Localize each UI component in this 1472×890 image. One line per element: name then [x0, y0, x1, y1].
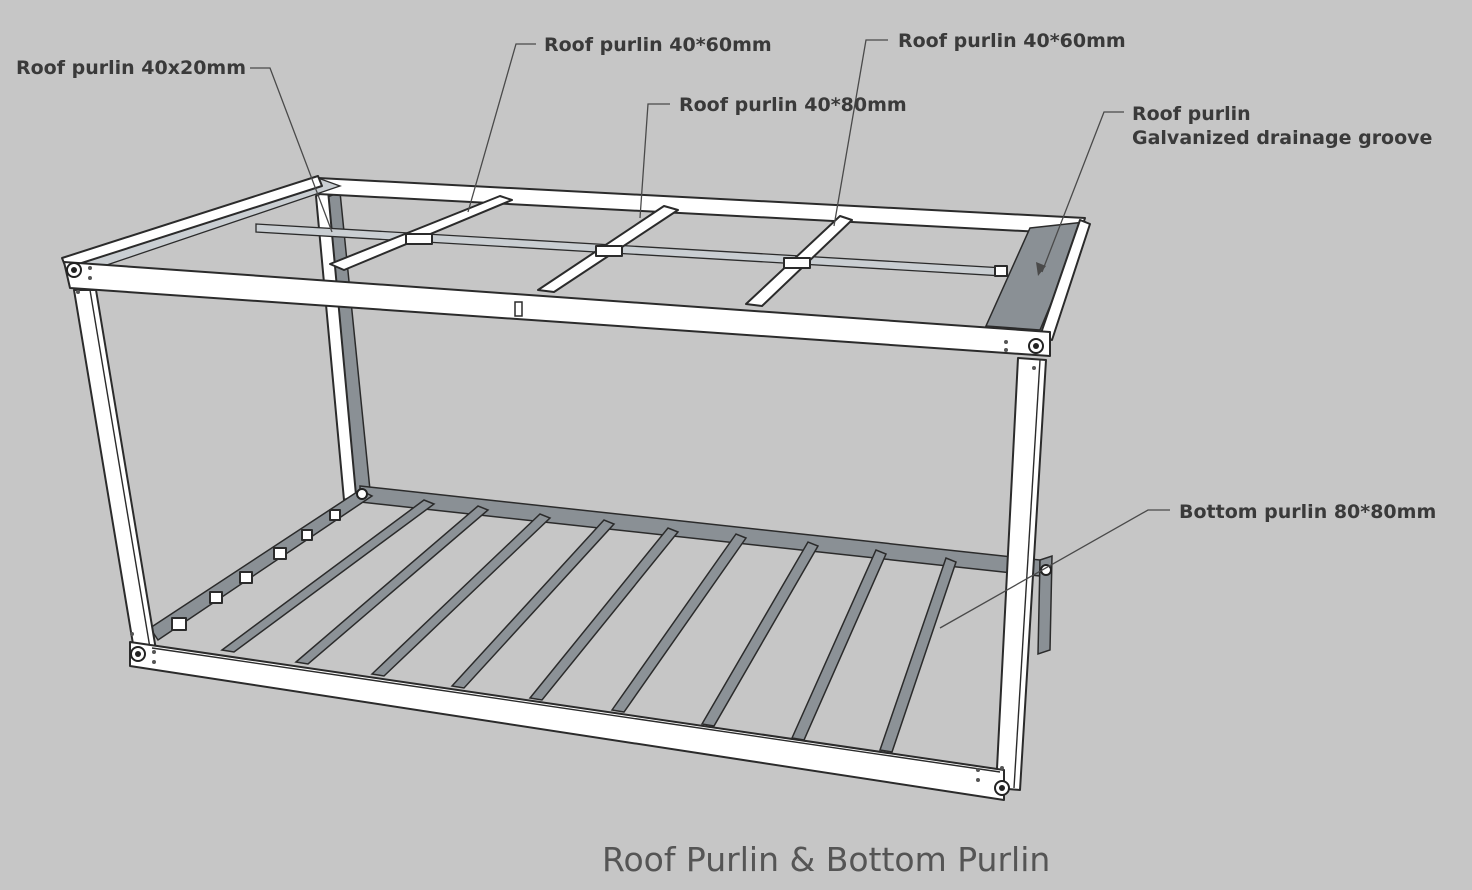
label-roof-purlin-groove-line2: Galvanized drainage groove	[1132, 127, 1432, 149]
lb-clip-4	[273, 547, 287, 560]
bottom-purlins	[220, 499, 957, 753]
screw-4	[1004, 340, 1008, 344]
back-right-post	[1037, 554, 1053, 656]
bolt-top-left-core	[71, 267, 77, 273]
screw-3	[76, 290, 80, 294]
front-top-beam	[63, 261, 1051, 357]
front-bottom-beam	[129, 641, 1005, 801]
diagram-caption: Roof Purlin & Bottom Purlin	[602, 840, 1050, 879]
label-bottom-purlin-80x80: Bottom purlin 80*80mm	[1179, 501, 1436, 523]
front-left-post	[73, 289, 157, 651]
bottom-purlin-6	[610, 533, 748, 713]
bolt-back-left	[356, 488, 368, 500]
screw-11	[976, 778, 980, 782]
leader-roof-groove	[1041, 111, 1124, 273]
clip-2	[595, 245, 623, 257]
left-bottom-clips	[171, 509, 341, 631]
bottom-purlin-3	[370, 513, 552, 677]
front-left-post-edge	[89, 289, 151, 649]
bottom-purlin-5	[528, 527, 680, 701]
bottom-purlin-8	[790, 549, 887, 741]
screw-dots	[76, 266, 1036, 782]
leader-bottom-80x80	[939, 509, 1170, 629]
leader-roof-groove-arrow	[1036, 262, 1046, 276]
bolt-top-right-core	[1033, 343, 1039, 349]
left-top-beam	[61, 175, 323, 269]
clip-3	[783, 257, 811, 269]
label-roof-purlin-groove-line1: Roof purlin	[1132, 103, 1251, 125]
screw-12	[1000, 766, 1004, 770]
screw-9	[152, 660, 156, 664]
label-roof-purlin-40x20: Roof purlin 40x20mm	[16, 57, 246, 79]
label-roof-purlin-40x60-a: Roof purlin 40*60mm	[544, 34, 772, 56]
screw-7	[130, 632, 134, 636]
lb-clip-3	[239, 571, 253, 584]
bolt-bottom-left-core	[135, 651, 141, 657]
lb-clip-6	[329, 509, 341, 521]
leader-roof-40x20	[250, 67, 333, 233]
screw-1	[88, 266, 92, 270]
leader-lines	[250, 39, 1170, 629]
clip-4	[994, 265, 1008, 277]
right-drainage-groove	[984, 221, 1087, 331]
clip-1	[405, 233, 433, 245]
front-bottom-beam-edge	[151, 647, 1001, 773]
bottom-purlin-1	[220, 499, 436, 653]
lb-clip-2	[209, 591, 223, 604]
screw-8	[152, 650, 156, 654]
label-roof-purlin-40x80: Roof purlin 40*80mm	[679, 94, 907, 116]
bolt-bottom-right-core	[999, 785, 1005, 791]
bottom-purlin-7	[700, 541, 820, 727]
bottom-purlin-2	[294, 505, 490, 665]
label-roof-purlin-40x60-b: Roof purlin 40*60mm	[898, 30, 1126, 52]
leader-roof-40x60-a	[467, 43, 536, 213]
leader-roof-40x60-b	[833, 39, 888, 227]
left-bottom-beam	[148, 489, 374, 642]
lb-clip-1	[171, 617, 187, 631]
leader-roof-40x80	[639, 103, 670, 219]
front-right-post-edge	[1013, 359, 1041, 789]
screw-10	[976, 768, 980, 772]
screw-5	[1004, 348, 1008, 352]
center-bracket	[514, 301, 523, 317]
right-top-beam	[1039, 219, 1091, 341]
bottom-purlin-4	[450, 519, 616, 689]
screw-2	[88, 276, 92, 280]
screw-6	[1032, 366, 1036, 370]
bottom-purlin-9	[879, 557, 957, 753]
corner-bolts	[66, 262, 1052, 796]
lb-clip-5	[301, 529, 313, 541]
